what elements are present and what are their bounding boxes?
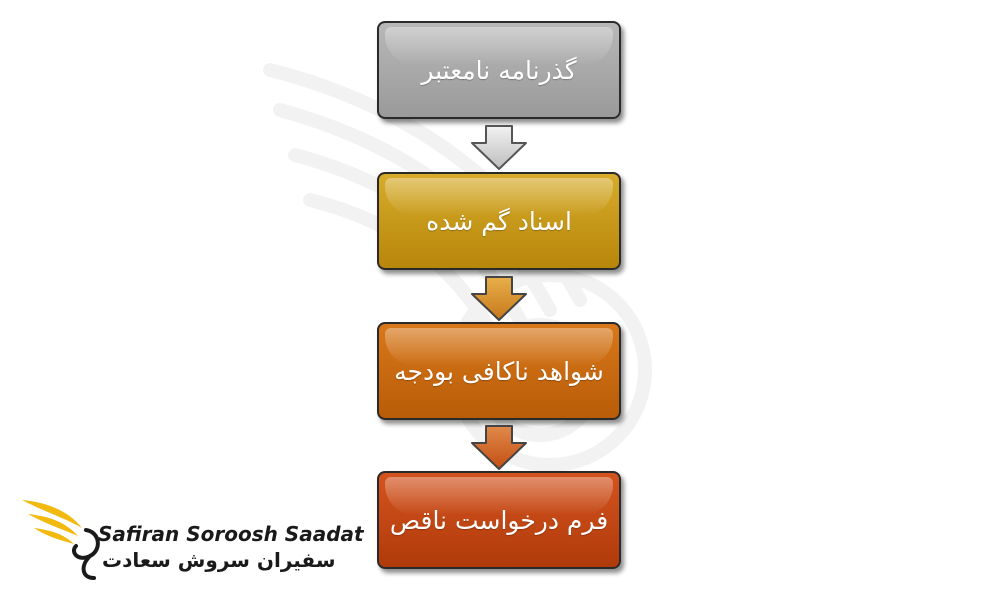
logo-name-english: Safiran Soroosh Saadat: [98, 522, 364, 546]
company-logo: Safiran Soroosh Saadat سفیران سروش سعادت: [20, 492, 364, 584]
wing-logo-icon: [22, 500, 100, 580]
flow-step-label: گذرنامه نامعتبر: [421, 55, 577, 85]
down-arrow-icon: [471, 425, 527, 470]
flow-step-label: شواهد ناکافی بودجه: [394, 356, 604, 386]
flow-step-incomplete-form: فرم درخواست ناقص: [377, 471, 621, 569]
flow-step-label: اسناد گم شده: [426, 206, 572, 236]
logo-name-persian: سفیران سروش سعادت: [102, 548, 336, 572]
flow-step-insufficient-funds: شواهد ناکافی بودجه: [377, 322, 621, 420]
down-arrow-icon: [471, 276, 527, 321]
down-arrow-icon: [471, 125, 527, 170]
flow-step-label: فرم درخواست ناقص: [389, 505, 609, 535]
flow-step-lost-documents: اسناد گم شده: [377, 172, 621, 270]
flow-step-invalid-passport: گذرنامه نامعتبر: [377, 21, 621, 119]
